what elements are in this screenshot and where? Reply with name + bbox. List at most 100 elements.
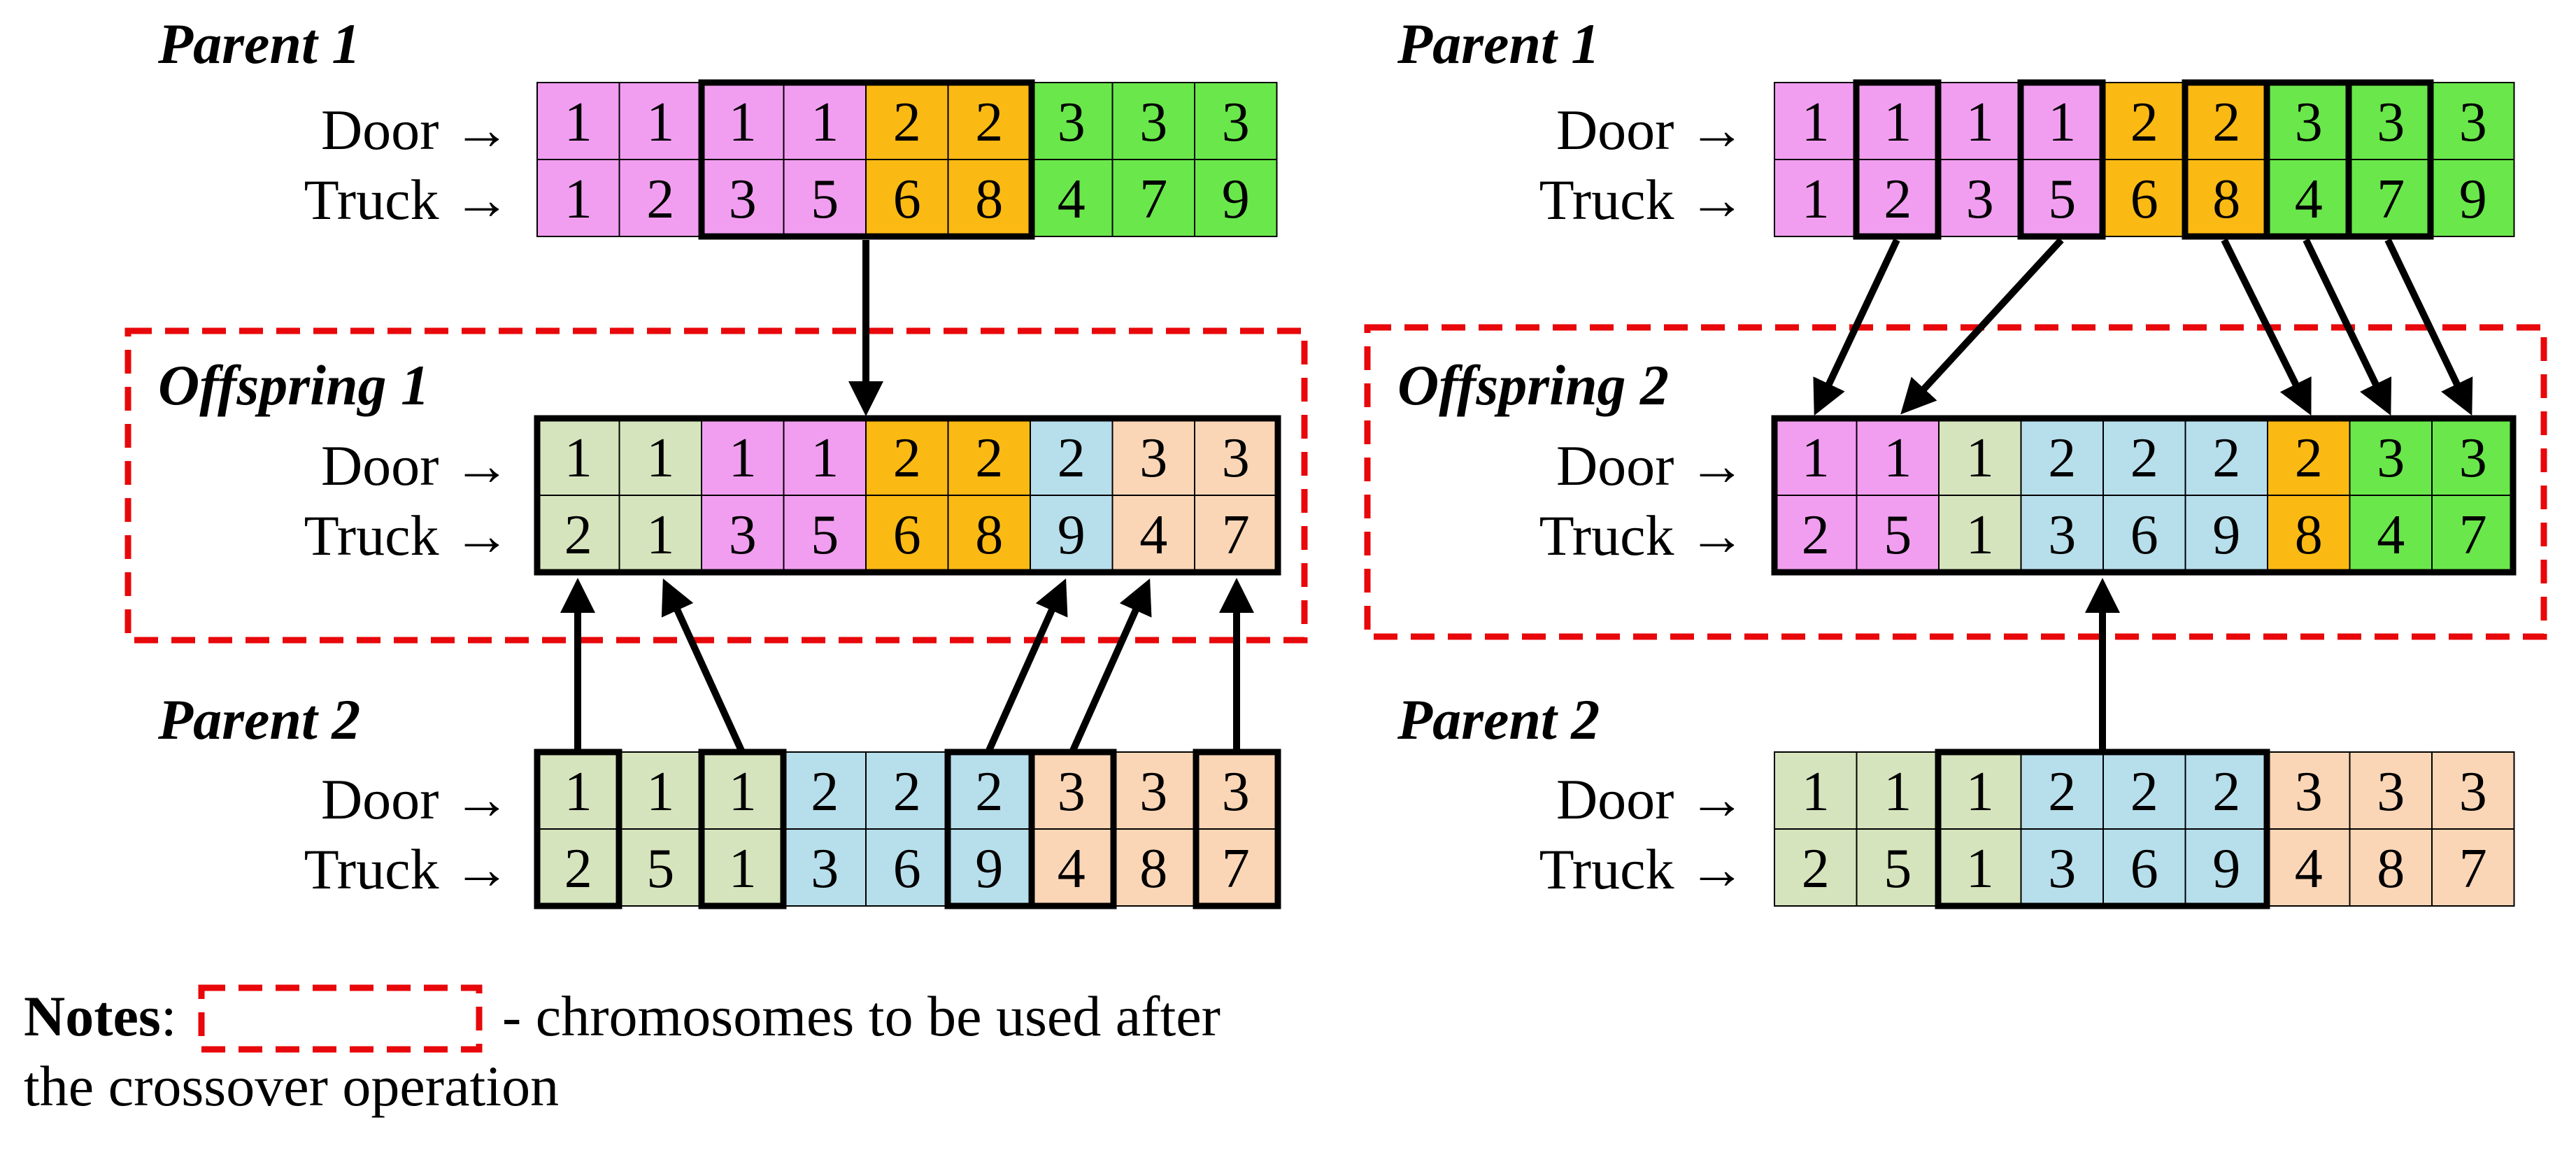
- truck-value: 2: [564, 504, 592, 566]
- gene-cell: [2349, 751, 2433, 830]
- truck-value: 7: [2459, 504, 2487, 566]
- left-offspring-outline: [534, 415, 1281, 576]
- door-value: 1: [1966, 427, 1994, 489]
- gene-cell: [1856, 418, 1940, 496]
- door-value: 2: [2130, 92, 2158, 153]
- door-value: 1: [1802, 427, 1830, 489]
- right-p1-door-label: Door →: [1556, 98, 1746, 162]
- right-p1-truck-label: Truck →: [1539, 168, 1746, 232]
- right-parent1-gene2-outline: [1853, 79, 1942, 240]
- truck-value: 6: [2130, 838, 2158, 900]
- door-value: 2: [2048, 427, 2076, 489]
- gene-cell: [618, 82, 702, 160]
- truck-value: 8: [1139, 838, 1167, 900]
- gene-cell: [1856, 495, 1940, 573]
- truck-value: 5: [2048, 169, 2076, 230]
- truck-value: 5: [646, 838, 674, 900]
- door-value: 1: [1884, 92, 1912, 153]
- gene-cell: [783, 495, 867, 573]
- gene-cell: [947, 751, 1031, 830]
- truck-value: 4: [2377, 504, 2405, 566]
- door-value: 2: [893, 92, 921, 153]
- truck-value: 6: [2130, 504, 2158, 566]
- gene-cell: [2267, 418, 2351, 496]
- gene-cell: [2431, 751, 2515, 830]
- truck-value: 8: [2295, 504, 2323, 566]
- gene-cell: [2431, 159, 2515, 237]
- truck-value: 1: [1966, 504, 1994, 566]
- truck-value: 5: [1884, 504, 1912, 566]
- left-off-door-label: Door →: [321, 434, 511, 497]
- truck-value: 9: [2212, 838, 2240, 900]
- door-value: 3: [1139, 92, 1167, 153]
- left-parent1-outlines: [698, 79, 1035, 240]
- door-value: 3: [1058, 761, 1086, 823]
- gene-cell: [536, 495, 620, 573]
- truck-value: 5: [1884, 838, 1912, 900]
- gene-cell: [2020, 159, 2104, 237]
- right-arrow-p1-gene6: [2221, 238, 2312, 416]
- left-arrow-p2-gene3: [661, 578, 746, 754]
- door-value: 1: [564, 92, 592, 153]
- gene-cell: [1938, 495, 2022, 573]
- door-value: 1: [811, 427, 839, 489]
- gene-cell: [2349, 495, 2433, 573]
- left-offspring-title: Offspring 1: [158, 353, 429, 417]
- gene-cell: [2184, 495, 2268, 573]
- left-arrow-p2-gene7: [1069, 578, 1152, 754]
- door-value: 1: [811, 92, 839, 153]
- gene-cell: [536, 828, 620, 907]
- right-off-door-label: Door →: [1556, 434, 1746, 497]
- gene-cell: [1194, 751, 1278, 830]
- door-value: 2: [2212, 92, 2240, 153]
- door-value: 3: [1222, 427, 1250, 489]
- truck-value: 4: [1139, 504, 1167, 566]
- gene-cell: [2349, 828, 2433, 907]
- left-parent1-title: Parent 1: [157, 12, 360, 76]
- door-value: 3: [1222, 92, 1250, 153]
- gene-cell: [2020, 828, 2104, 907]
- truck-value: 3: [729, 169, 757, 230]
- door-value: 1: [646, 427, 674, 489]
- door-value: 3: [2377, 761, 2405, 823]
- gene-cell: [618, 418, 702, 496]
- door-value: 2: [975, 92, 1003, 153]
- truck-value: 7: [1222, 838, 1250, 900]
- right-offspring-outlines: [1771, 415, 2517, 576]
- truck-value: 3: [811, 838, 839, 900]
- left-parent2-gene3-outline: [698, 749, 787, 909]
- door-value: 3: [2295, 92, 2323, 153]
- right-arrow-p1-gene4: [1900, 237, 2064, 415]
- door-value: 3: [1139, 761, 1167, 823]
- left-parent2-title: Parent 2: [157, 688, 360, 751]
- right-arrow-p1-gene2: [1813, 238, 1900, 416]
- truck-value: 1: [564, 169, 592, 230]
- gene-cell: [2020, 751, 2104, 830]
- gene-cell: [1774, 495, 1858, 573]
- gene-cell: [2267, 495, 2351, 573]
- truck-value: 9: [975, 838, 1003, 900]
- notes-description: - chromosomes to be used after: [502, 984, 1221, 1048]
- left-offspring-outlines: [534, 415, 1281, 576]
- truck-value: 3: [729, 504, 757, 566]
- right-p2-door-label: Door →: [1556, 767, 1746, 831]
- truck-value: 2: [1802, 838, 1830, 900]
- door-value: 1: [1802, 92, 1830, 153]
- gene-cell: [536, 82, 620, 160]
- gene-cell: [2267, 159, 2351, 237]
- door-value: 3: [2377, 92, 2405, 153]
- door-value: 3: [2459, 761, 2487, 823]
- door-value: 1: [646, 761, 674, 823]
- door-value: 2: [2130, 761, 2158, 823]
- gene-cell: [2102, 82, 2186, 160]
- door-value: 3: [2459, 427, 2487, 489]
- right-parent2-title: Parent 2: [1397, 688, 1600, 751]
- left-p2-truck-label: Truck →: [304, 837, 511, 901]
- truck-value: 3: [1966, 169, 1994, 230]
- truck-value: 6: [893, 169, 921, 230]
- door-value: 2: [975, 761, 1003, 823]
